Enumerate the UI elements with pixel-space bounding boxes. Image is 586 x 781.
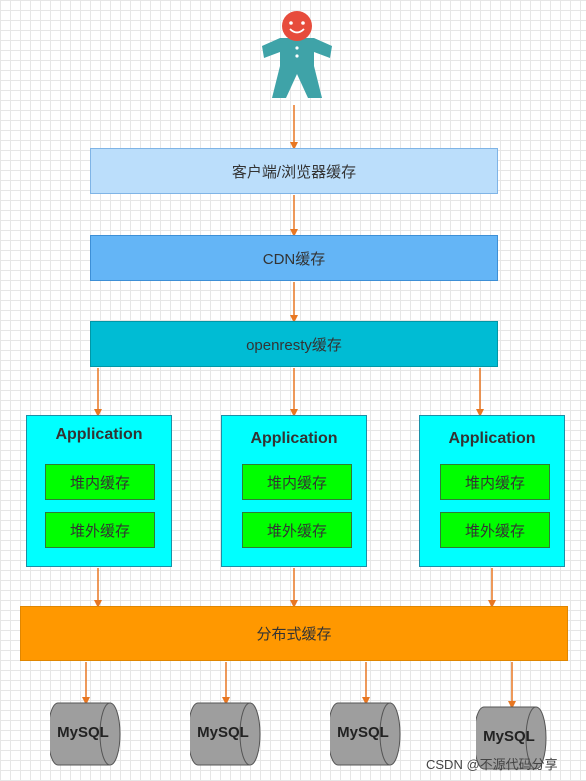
application-box-2: Application 堆内缓存 堆外缓存 [221,415,367,567]
database-cylinder-icon [476,706,547,770]
application-title: Application [250,430,338,447]
database-cylinder-icon [330,702,401,766]
offheap-cache-box: 堆外缓存 [440,512,550,548]
offheap-cache-box: 堆外缓存 [45,512,155,548]
cdn-cache-layer: CDN缓存 [90,235,498,281]
mysql-label: MySQL [197,724,249,741]
offheap-cache-box: 堆外缓存 [242,512,352,548]
heap-cache-box: 堆内缓存 [45,464,155,500]
heap-cache-box: 堆内缓存 [440,464,550,500]
csdn-watermark: CSDN @不源代码分享 [426,757,558,772]
application-box-1: Application 堆内缓存 堆外缓存 [26,415,172,567]
distributed-cache-label: 分布式缓存 [256,626,332,643]
mysql-database-4: MySQL [476,706,548,770]
mysql-label: MySQL [337,724,389,741]
mysql-database-2: MySQL [190,702,262,766]
mysql-label: MySQL [57,724,109,741]
openresty-cache-layer: openresty缓存 [90,321,498,367]
application-title: Application [448,430,536,447]
database-cylinder-icon [190,702,261,766]
client-browser-cache-label: 客户端/浏览器缓存 [231,163,357,181]
mysql-database-3: MySQL [330,702,402,766]
openresty-cache-label: openresty缓存 [246,336,342,354]
client-browser-cache-layer: 客户端/浏览器缓存 [90,148,498,194]
application-box-3: Application 堆内缓存 堆外缓存 [419,415,565,567]
user-figure-icon [262,11,332,98]
mysql-label: MySQL [483,728,535,745]
database-cylinder-icon [50,702,121,766]
cdn-cache-label: CDN缓存 [262,250,326,268]
mysql-database-1: MySQL [50,702,122,766]
heap-cache-box: 堆内缓存 [242,464,352,500]
application-title: Application [55,426,143,443]
distributed-cache-layer: 分布式缓存 [20,606,568,661]
